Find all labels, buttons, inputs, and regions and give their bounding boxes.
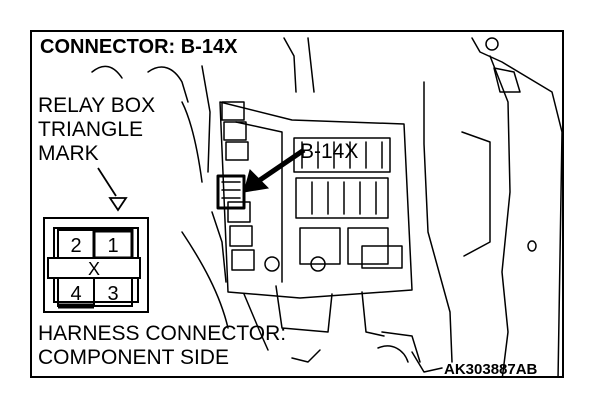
connector-title: CONNECTOR: B-14X (40, 36, 238, 58)
connector-pointer-label: B-14X (300, 140, 359, 163)
pointer-arrow (243, 147, 306, 193)
triangle-mark-indicator (97, 167, 128, 212)
pin-2-label: 2 (70, 235, 81, 257)
pin-3-label: 3 (107, 283, 118, 305)
figure-frame: 2 1 X 4 3 CONNECTOR: B-14X RELAY BOX TRI… (30, 30, 564, 378)
connector-key-label: X (88, 259, 100, 279)
relay-box-triangle-label: RELAY BOX TRIANGLE MARK (38, 94, 156, 165)
pin-4-label: 4 (70, 283, 81, 305)
engine-bay-illustration: 2 1 X 4 3 (43, 37, 562, 376)
figure-code: AK303887AB (444, 361, 538, 378)
connector-pin-diagram (43, 217, 149, 313)
harness-connector-label: HARNESS CONNECTOR: COMPONENT SIDE (38, 322, 287, 369)
pin-1-label: 1 (107, 235, 118, 257)
